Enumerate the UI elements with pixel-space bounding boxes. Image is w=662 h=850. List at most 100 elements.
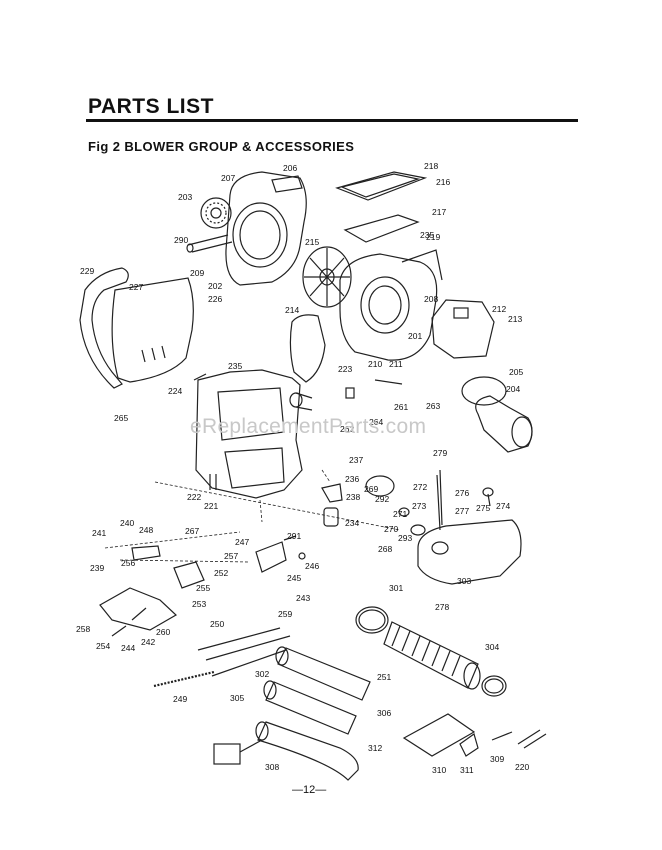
callout-229: 229 bbox=[80, 266, 94, 276]
part-back-pad bbox=[111, 277, 194, 383]
part-air-filter-cover bbox=[335, 171, 428, 201]
callout-250: 250 bbox=[210, 619, 224, 629]
part-fuel-lines bbox=[436, 469, 494, 531]
callout-267: 267 bbox=[185, 526, 199, 536]
callout-268: 268 bbox=[378, 544, 392, 554]
callout-239: 239 bbox=[90, 563, 104, 573]
part-ignition-module bbox=[213, 739, 263, 765]
title-rule bbox=[86, 119, 578, 122]
callout-244: 244 bbox=[121, 643, 135, 653]
part-fan-grille bbox=[200, 197, 232, 229]
callout-275: 275 bbox=[476, 503, 490, 513]
callout-217: 217 bbox=[432, 207, 446, 217]
callout-270: 270 bbox=[384, 524, 398, 534]
callout-202: 202 bbox=[208, 281, 222, 291]
callout-278: 278 bbox=[435, 602, 449, 612]
callout-213: 213 bbox=[508, 314, 522, 324]
callout-260: 260 bbox=[156, 627, 170, 637]
callout-249: 249 bbox=[173, 694, 187, 704]
page-title: PARTS LIST bbox=[88, 95, 214, 118]
callout-261: 261 bbox=[394, 402, 408, 412]
part-shoulder-strap bbox=[79, 267, 129, 389]
callout-255: 255 bbox=[196, 583, 210, 593]
callout-258: 258 bbox=[76, 624, 90, 634]
callout-308: 308 bbox=[265, 762, 279, 772]
callout-208: 208 bbox=[424, 294, 438, 304]
callout-241: 241 bbox=[92, 528, 106, 538]
callout-279: 279 bbox=[433, 448, 447, 458]
part-grip-bushings bbox=[289, 379, 403, 411]
callout-218: 218 bbox=[424, 161, 438, 171]
callout-271: 271 bbox=[393, 509, 407, 519]
part-pipe bbox=[186, 234, 233, 253]
callout-276: 276 bbox=[455, 488, 469, 498]
callout-209: 209 bbox=[190, 268, 204, 278]
callout-247: 247 bbox=[235, 537, 249, 547]
part-blower-housing-rear bbox=[339, 249, 443, 361]
callout-246: 246 bbox=[305, 561, 319, 571]
callout-256: 256 bbox=[121, 558, 135, 568]
part-fuel-tank bbox=[417, 519, 522, 585]
page-number: —12— bbox=[292, 784, 327, 796]
figure-caption: Fig 2 BLOWER GROUP & ACCESSORIES bbox=[88, 139, 355, 154]
callout-273: 273 bbox=[412, 501, 426, 511]
callout-204: 204 bbox=[506, 384, 520, 394]
part-gasket-ring bbox=[461, 376, 507, 406]
callout-labels: 2062072032902092022152292272262182162172… bbox=[76, 161, 529, 775]
callout-248: 248 bbox=[139, 525, 153, 535]
callout-303: 303 bbox=[457, 576, 471, 586]
callout-223: 223 bbox=[338, 364, 352, 374]
callout-224: 224 bbox=[168, 386, 182, 396]
part-blower-pipe-upper bbox=[275, 646, 371, 701]
callout-237: 237 bbox=[349, 455, 363, 465]
callout-257: 257 bbox=[224, 551, 238, 561]
callout-301: 301 bbox=[389, 583, 403, 593]
assembly-leader-lines bbox=[104, 469, 401, 563]
callout-310: 310 bbox=[432, 765, 446, 775]
callout-221: 221 bbox=[204, 501, 218, 511]
diagram-drawings bbox=[79, 171, 547, 781]
callout-215: 215 bbox=[305, 237, 319, 247]
part-hose-clamp-upper bbox=[355, 606, 389, 634]
part-elbow bbox=[475, 395, 533, 453]
callout-265: 265 bbox=[114, 413, 128, 423]
part-throttle-cables bbox=[153, 627, 291, 688]
callout-305: 305 bbox=[230, 693, 244, 703]
callout-251: 251 bbox=[377, 672, 391, 682]
callout-263: 263 bbox=[426, 401, 440, 411]
callout-207: 207 bbox=[221, 173, 235, 183]
part-accessory-screw bbox=[491, 731, 513, 741]
callout-227: 227 bbox=[129, 282, 143, 292]
callout-292: 292 bbox=[375, 494, 389, 504]
callout-243: 243 bbox=[296, 593, 310, 603]
callout-262: 262 bbox=[340, 424, 354, 434]
callout-293: 293 bbox=[398, 533, 412, 543]
part-engine-cover bbox=[431, 299, 495, 359]
part-hose-clamp-lower bbox=[481, 675, 507, 697]
part-accessory-bracket bbox=[459, 733, 479, 757]
part-accessory-tools bbox=[517, 729, 547, 749]
part-grip-shroud bbox=[289, 314, 326, 383]
callout-269: 269 bbox=[364, 484, 378, 494]
callout-254: 254 bbox=[96, 641, 110, 651]
part-air-filter bbox=[343, 214, 420, 243]
part-bolt bbox=[193, 373, 207, 381]
callout-235: 235 bbox=[228, 361, 242, 371]
callout-253: 253 bbox=[192, 599, 206, 609]
part-fuel-cap bbox=[365, 475, 426, 536]
callout-226: 226 bbox=[208, 294, 222, 304]
part-throttle-assembly bbox=[99, 483, 343, 637]
callout-211: 211 bbox=[389, 359, 403, 369]
callout-206: 206 bbox=[283, 163, 297, 173]
callout-216: 216 bbox=[436, 177, 450, 187]
part-impeller bbox=[302, 246, 352, 308]
part-backpack-frame bbox=[195, 369, 303, 499]
callout-219: 219 bbox=[426, 232, 440, 242]
watermark: eReplacementParts.com bbox=[190, 415, 427, 438]
callout-210: 210 bbox=[368, 359, 382, 369]
callout-212: 212 bbox=[492, 304, 506, 314]
callout-264: 264 bbox=[369, 417, 383, 427]
callout-312: 312 bbox=[368, 743, 382, 753]
